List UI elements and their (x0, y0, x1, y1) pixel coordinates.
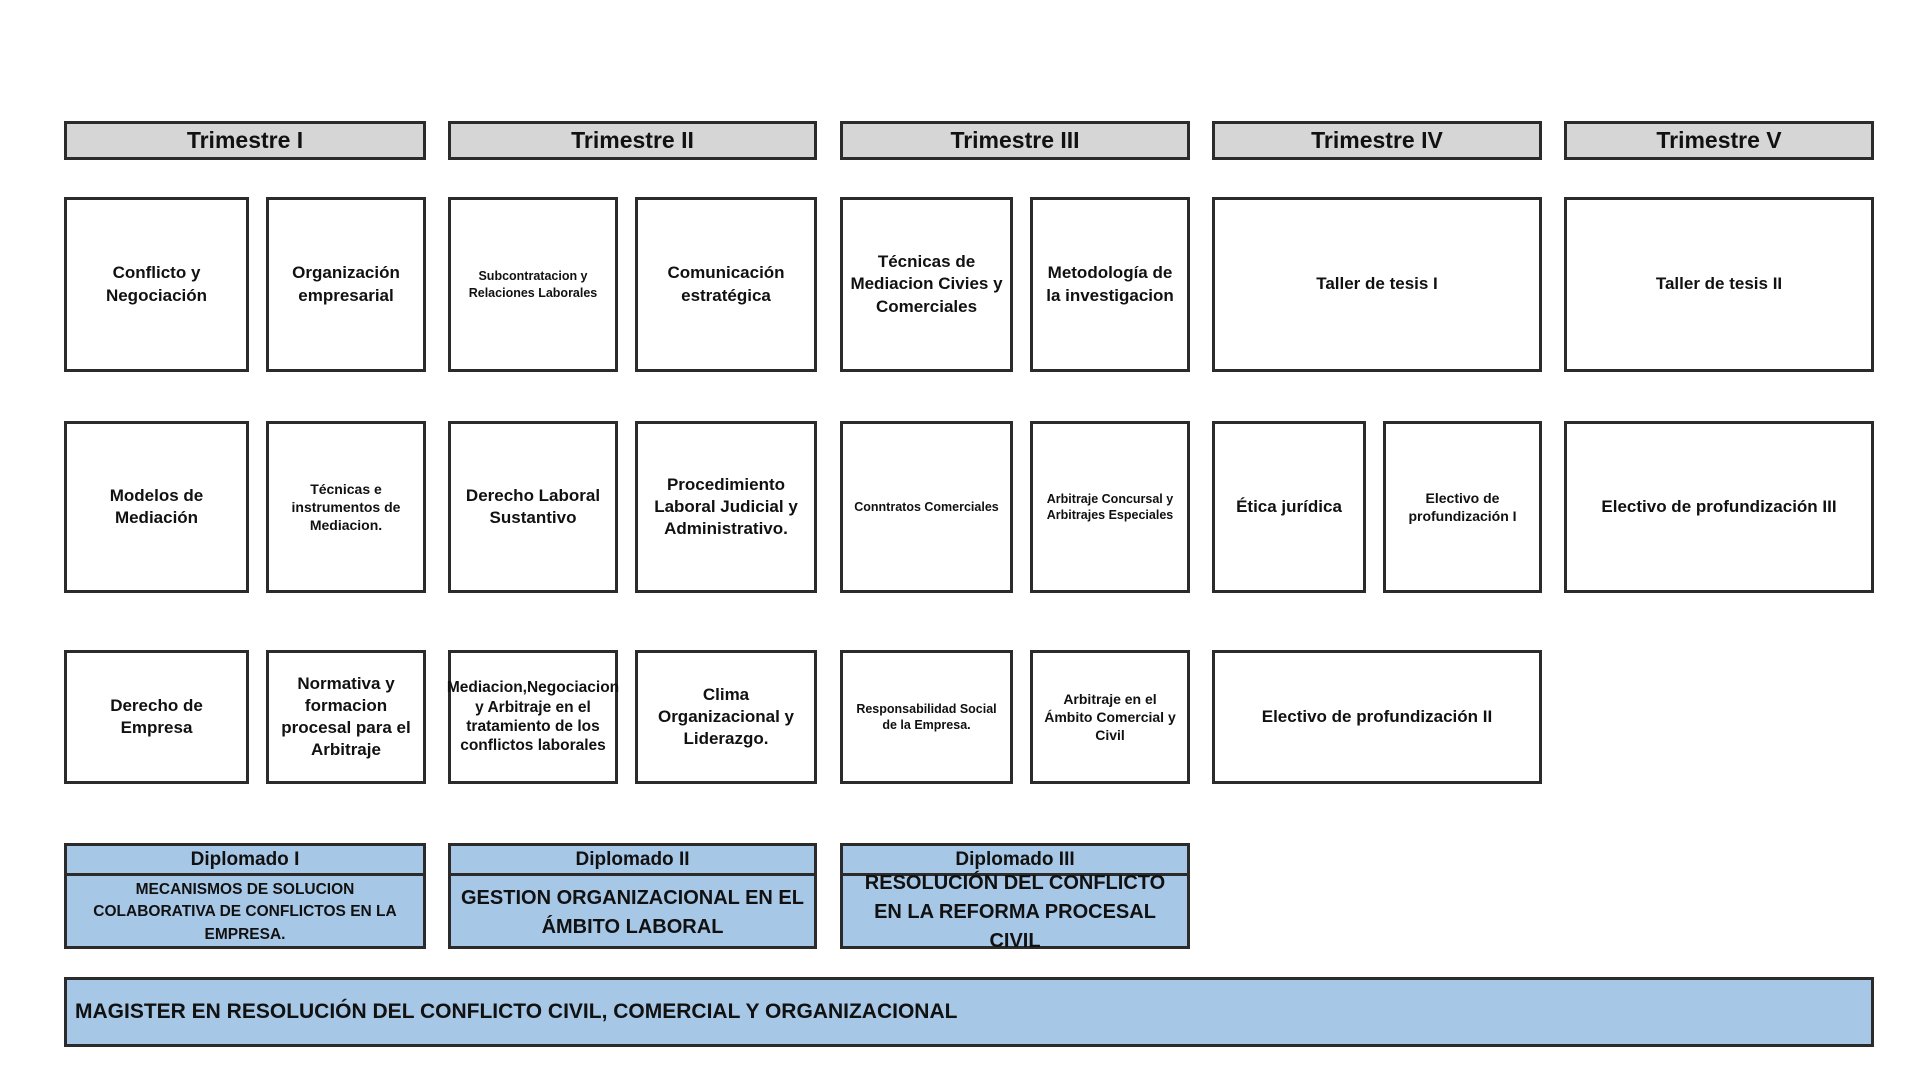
diplomado-body: RESOLUCIÓN DEL CONFLICTO EN LA REFORMA P… (864, 872, 1166, 952)
course-box: Procedimiento Laboral Judicial y Adminis… (635, 421, 817, 593)
course-box: Arbitraje Concursal y Arbitrajes Especia… (1030, 421, 1190, 593)
course-box: Mediacion,Negociacion y Arbitraje en el … (447, 650, 619, 784)
course-box: Taller de tesis II (1564, 197, 1874, 372)
course-box: Modelos de Mediación (64, 421, 249, 593)
course-box: Responsabilidad Social de la Empresa. (840, 650, 1013, 784)
diplomado-2: Diplomado II GESTION ORGANIZACIONAL EN E… (448, 843, 817, 949)
course-box: Ética jurídica (1212, 421, 1366, 593)
diplomado-1: Diplomado I MECANISMOS DE SOLUCION COLAB… (64, 843, 426, 949)
course-box: Metodología de la investigacion (1030, 197, 1190, 372)
diplomado-title: Diplomado II (451, 846, 814, 876)
header-trimestre-3: Trimestre III (840, 121, 1190, 160)
course-box: Conntratos Comerciales (840, 421, 1013, 593)
course-box: Derecho de Empresa (64, 650, 249, 784)
diplomado-title: Diplomado III (843, 846, 1187, 876)
course-box: Clima Organizacional y Liderazgo. (635, 650, 817, 784)
course-box: Normativa y formacion procesal para el A… (266, 650, 426, 784)
course-box: Técnicas de Mediacion Civies y Comercial… (840, 197, 1013, 372)
course-box: Organización empresarial (266, 197, 426, 372)
diplomado-body: MECANISMOS DE SOLUCION COLABORATIVA DE C… (93, 880, 397, 943)
course-box: Arbitraje en el Ámbito Comercial y Civil (1030, 650, 1190, 784)
course-box: Taller de tesis I (1212, 197, 1542, 372)
diplomado-3: Diplomado III RESOLUCIÓN DEL CONFLICTO E… (840, 843, 1190, 952)
diplomado-title: Diplomado I (67, 846, 423, 876)
header-trimestre-2: Trimestre II (448, 121, 817, 160)
course-box: Electivo de profundización III (1564, 421, 1874, 593)
diplomado-body: GESTION ORGANIZACIONAL EN EL ÁMBITO LABO… (461, 886, 804, 938)
course-box: Electivo de profundización I (1383, 421, 1542, 593)
course-box: Conflicto y Negociación (64, 197, 249, 372)
course-box: Derecho Laboral Sustantivo (448, 421, 618, 593)
course-box: Comunicación estratégica (635, 197, 817, 372)
course-box: Electivo de profundización II (1212, 650, 1542, 784)
course-box: Técnicas e instrumentos de Mediacion. (266, 421, 426, 593)
header-trimestre-4: Trimestre IV (1212, 121, 1542, 160)
course-box: Subcontratacion y Relaciones Laborales (448, 197, 618, 372)
header-trimestre-5: Trimestre V (1564, 121, 1874, 160)
header-trimestre-1: Trimestre I (64, 121, 426, 160)
magister-banner: MAGISTER EN RESOLUCIÓN DEL CONFLICTO CIV… (64, 977, 1874, 1047)
